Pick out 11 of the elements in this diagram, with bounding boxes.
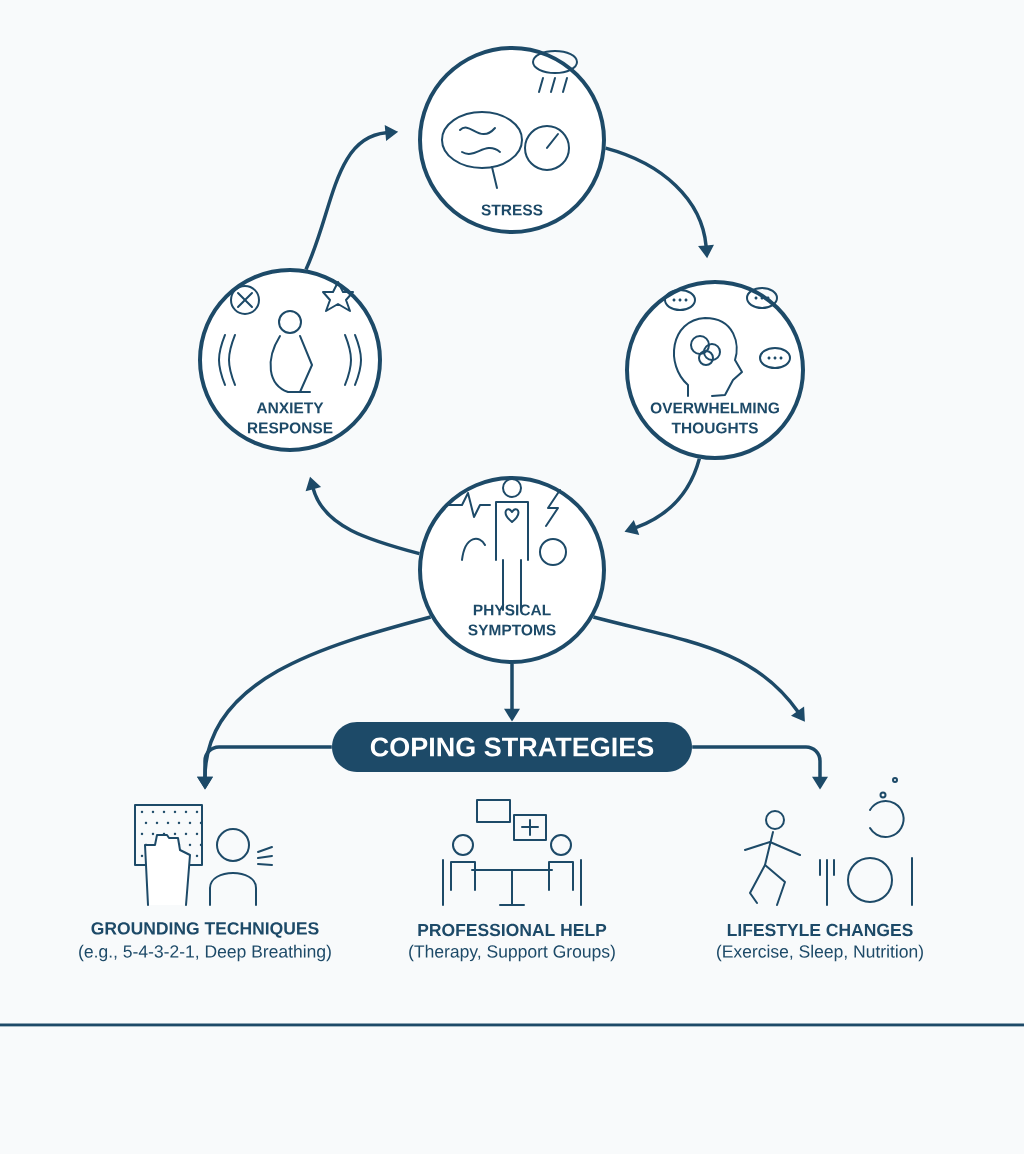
node-label: PHYSICAL SYMPTOMS bbox=[468, 604, 556, 636]
strategy-title: LIFESTYLE CHANGES bbox=[727, 923, 913, 937]
title-banner: COPING STRATEGIES bbox=[332, 722, 692, 772]
node-label: STRESS bbox=[481, 204, 543, 216]
node-label: OVERWHELMING THOUGHTS bbox=[650, 402, 779, 434]
strategy-examples: (Therapy, Support Groups) bbox=[409, 944, 615, 962]
strategy-examples: (Exercise, Sleep, Nutrition) bbox=[717, 944, 923, 962]
strategy-title: GROUNDING TECHNIQUES bbox=[91, 922, 319, 938]
strategy-title: PROFESSIONAL HELP bbox=[418, 923, 607, 937]
strategy-examples: (e.g., 5-4-3-2-1, Deep Breathing) bbox=[79, 944, 331, 962]
node-label: ANXIETY RESPONSE bbox=[247, 402, 333, 434]
